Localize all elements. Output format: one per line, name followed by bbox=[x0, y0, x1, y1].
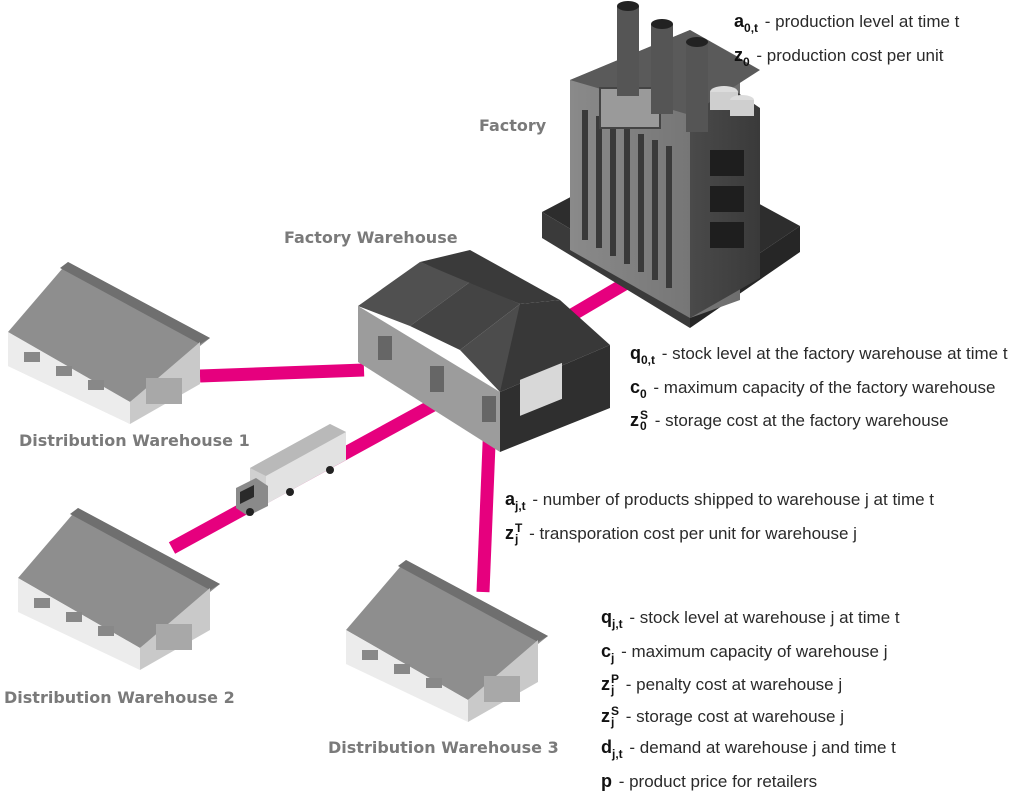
factory-label: Factory bbox=[479, 116, 546, 135]
symbol-subscript: j,t bbox=[612, 747, 623, 761]
dw2-label: Distribution Warehouse 2 bbox=[4, 688, 235, 707]
legend-row: p - product price for retailers bbox=[601, 766, 900, 797]
link-to-dw3 bbox=[483, 420, 490, 592]
variable-description: - maximum capacity of warehouse j bbox=[616, 642, 887, 661]
symbol-subscript: j bbox=[611, 651, 614, 665]
legend-row: z0 - production cost per unit bbox=[734, 40, 959, 74]
variable-description: - production level at time t bbox=[760, 12, 959, 31]
variable-symbol: cj bbox=[601, 641, 614, 661]
distribution-warehouse-legend: qj,t - stock level at warehouse j at tim… bbox=[601, 602, 900, 797]
legend-row: cj - maximum capacity of warehouse j bbox=[601, 636, 900, 670]
variable-symbol: a0,t bbox=[734, 11, 758, 31]
variable-description: - demand at warehouse j and time t bbox=[625, 738, 896, 757]
symbol-base: z bbox=[601, 706, 610, 726]
distribution-warehouse-1 bbox=[8, 262, 210, 424]
legend-row: a0,t - production level at time t bbox=[734, 6, 959, 40]
variable-description: - storage cost at warehouse j bbox=[621, 707, 844, 726]
symbol-base: d bbox=[601, 737, 612, 757]
variable-symbol: p bbox=[601, 771, 612, 791]
variable-symbol: dj,t bbox=[601, 737, 623, 757]
dw3-label: Distribution Warehouse 3 bbox=[328, 738, 559, 757]
symbol-subscript: j,t bbox=[515, 499, 526, 513]
variable-symbol: z0 bbox=[734, 45, 750, 65]
legend-row: q0,t - stock level at the factory wareho… bbox=[630, 338, 1008, 372]
factory-warehouse-legend: q0,t - stock level at the factory wareho… bbox=[630, 338, 1008, 437]
symbol-base: c bbox=[630, 377, 640, 397]
symbol-base: z bbox=[734, 45, 743, 65]
variable-description: - transporation cost per unit for wareho… bbox=[524, 524, 857, 543]
symbol-subscript: 0 bbox=[743, 55, 750, 69]
variable-symbol: qj,t bbox=[601, 607, 623, 627]
shipping-legend: aj,t - number of products shipped to war… bbox=[505, 484, 934, 549]
factory-warehouse-label: Factory Warehouse bbox=[284, 228, 458, 247]
dw1-label: Distribution Warehouse 1 bbox=[19, 431, 250, 450]
symbol-subscript: 0 bbox=[640, 421, 648, 432]
variable-description: - storage cost at the factory warehouse bbox=[650, 411, 949, 430]
symbol-base: q bbox=[601, 607, 612, 627]
legend-row: c0 - maximum capacity of the factory war… bbox=[630, 372, 1008, 406]
legend-row: dj,t - demand at warehouse j and time t bbox=[601, 732, 900, 766]
symbol-base: q bbox=[630, 343, 641, 363]
variable-description: - stock level at warehouse j at time t bbox=[625, 608, 900, 627]
symbol-subscript: j bbox=[515, 534, 522, 545]
symbol-subscript: j bbox=[611, 685, 619, 696]
symbol-base: z bbox=[630, 410, 639, 430]
symbol-subscript: j bbox=[611, 717, 619, 728]
legend-row: qj,t - stock level at warehouse j at tim… bbox=[601, 602, 900, 636]
symbol-subscript: 0,t bbox=[744, 21, 758, 35]
symbol-subscript: j,t bbox=[612, 617, 623, 631]
variable-symbol: aj,t bbox=[505, 489, 526, 509]
symbol-base: z bbox=[505, 523, 514, 543]
symbol-base: p bbox=[601, 771, 612, 791]
variable-description: - number of products shipped to warehous… bbox=[528, 490, 934, 509]
symbol-subscript: 0,t bbox=[641, 353, 655, 367]
variable-description: - production cost per unit bbox=[752, 46, 944, 65]
link-to-dw1 bbox=[200, 370, 364, 376]
variable-symbol: q0,t bbox=[630, 343, 655, 363]
variable-symbol: c0 bbox=[630, 377, 647, 397]
variable-description: - product price for retailers bbox=[614, 772, 817, 791]
variable-description: - penalty cost at warehouse j bbox=[621, 675, 842, 694]
symbol-base: a bbox=[734, 11, 744, 31]
legend-row: aj,t - number of products shipped to war… bbox=[505, 484, 934, 518]
symbol-base: z bbox=[601, 674, 610, 694]
symbol-subscript: 0 bbox=[640, 387, 647, 401]
symbol-base: c bbox=[601, 641, 611, 661]
symbol-base: a bbox=[505, 489, 515, 509]
delivery-truck bbox=[236, 424, 346, 516]
variable-description: - maximum capacity of the factory wareho… bbox=[649, 378, 996, 397]
variable-description: - stock level at the factory warehouse a… bbox=[657, 344, 1008, 363]
factory-side-windows bbox=[710, 150, 744, 248]
distribution-warehouse-3 bbox=[346, 560, 548, 722]
